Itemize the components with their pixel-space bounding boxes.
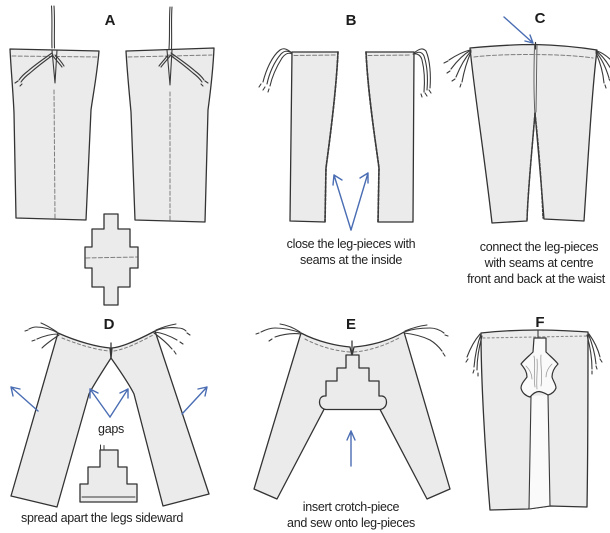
panel-f-art (465, 329, 603, 511)
inner-leg-seams (528, 394, 551, 510)
inside-seams (324, 51, 380, 223)
crotch-piece-flat (84, 213, 139, 306)
spread-leg-left (253, 332, 353, 500)
gusset-wrinkles (525, 354, 553, 390)
panel-c-caption-line3: front and back at the waist (467, 272, 605, 286)
panel-d-label: D (103, 316, 115, 333)
insert-arrow (346, 430, 356, 467)
panel-f-label: F (535, 314, 545, 331)
panel-e-art (253, 323, 451, 500)
panel-b-label: B (345, 12, 357, 29)
panel-a-label: A (104, 12, 116, 29)
waist-fold-lines (293, 54, 412, 56)
panel-d-art (10, 322, 210, 508)
panel-c-art (443, 16, 610, 224)
spread-leg-right (351, 331, 451, 500)
crotch-piece-detail (81, 444, 136, 498)
panel-c-label: C (534, 10, 546, 27)
panel-c-caption-line2: with seams at centre (484, 256, 594, 270)
waist-fold-line (473, 53, 594, 59)
fold-seam-lines (11, 54, 213, 221)
waist-ties (255, 323, 449, 357)
waist-ties (24, 322, 191, 355)
panel-b-art (258, 48, 432, 231)
between-legs-strip (529, 395, 550, 509)
waist-ties (465, 332, 603, 377)
waist-ties (258, 48, 432, 98)
seam-arrows (332, 172, 369, 231)
panel-e-caption-line2: and sew onto leg-pieces (287, 516, 415, 530)
panel-e-caption-line1: insert crotch-piece (302, 500, 400, 514)
inner-leg-seams (526, 112, 544, 221)
crotch-gusset (520, 337, 559, 398)
waist-fold-lines (61, 334, 154, 352)
closed-leg-right (365, 51, 415, 223)
waist-arrow (503, 16, 534, 44)
panel-e-label: E (345, 316, 357, 333)
waist-ties (443, 49, 610, 89)
crotch-piece-folded (79, 449, 138, 503)
panel-b-caption-line1: close the leg-pieces with (286, 237, 416, 251)
centre-seam (533, 44, 538, 113)
waist-stitch-line (482, 335, 589, 339)
panel-a-art (9, 5, 215, 306)
panel-d-caption: spread apart the legs sideward (21, 511, 183, 525)
panel-b-caption-line2: seams at the inside (300, 253, 402, 267)
waist-ties (14, 5, 209, 87)
spread-arrows (10, 386, 208, 418)
waist-fold-lines (304, 337, 400, 353)
crotch-fold-line (85, 256, 138, 259)
gaps-label: gaps (98, 422, 124, 436)
panel-c-caption-line1: connect the leg-pieces (479, 240, 599, 254)
crotch-piece-inserted (318, 354, 388, 411)
